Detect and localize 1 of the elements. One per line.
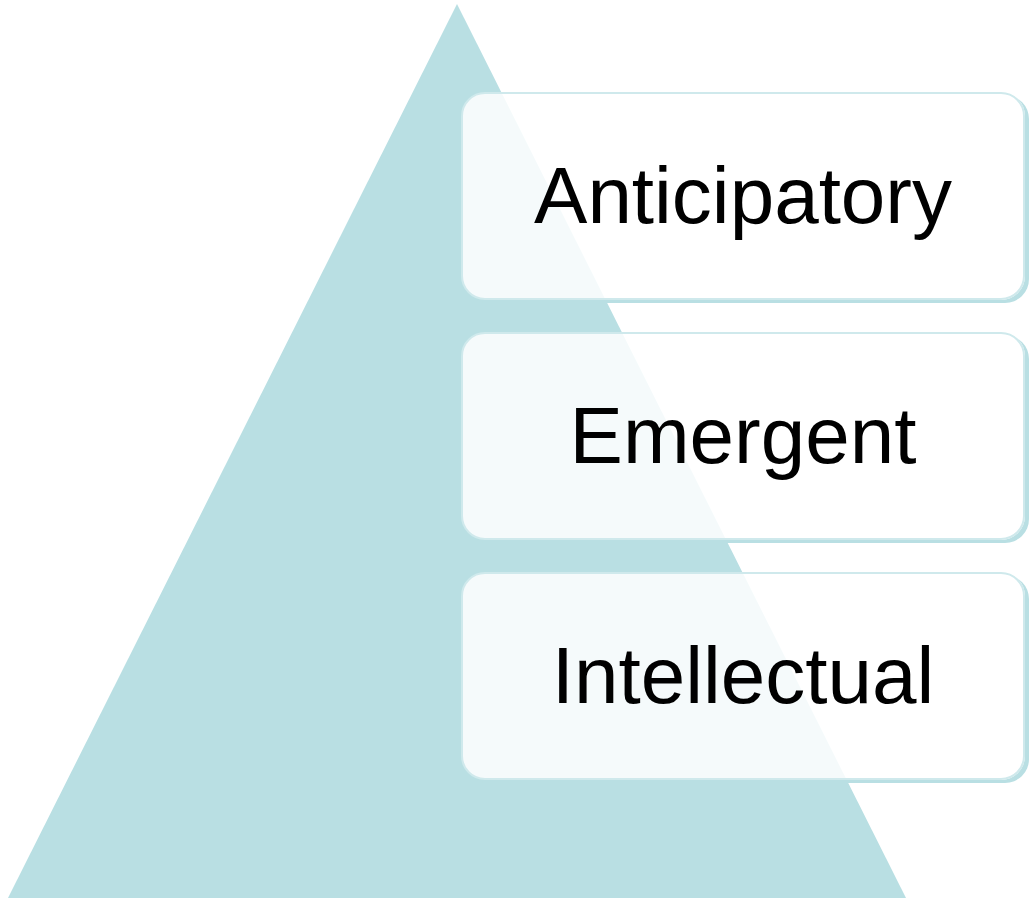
level-label: Intellectual <box>551 636 935 716</box>
